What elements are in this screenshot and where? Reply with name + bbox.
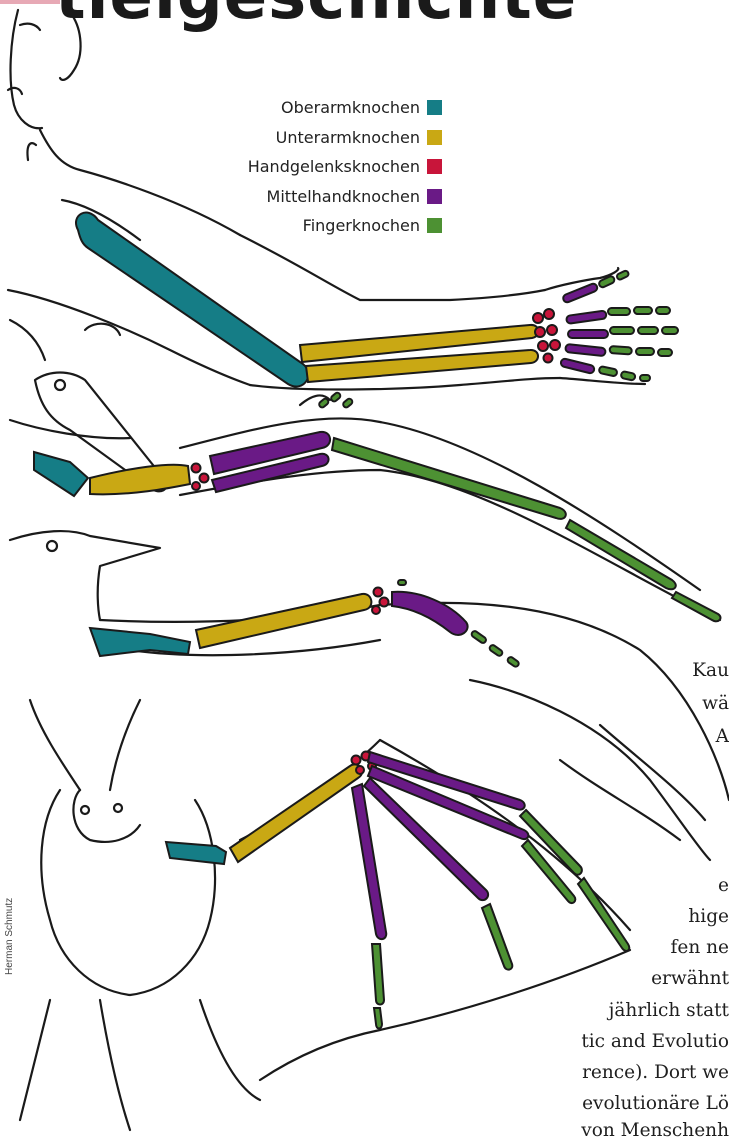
bird-humerus [90, 628, 190, 656]
body-text-line: fen ne [671, 937, 729, 958]
bat-forearm [230, 764, 362, 862]
legend-item-forearm: Unterarmknochen [248, 123, 442, 153]
bone-legend: Oberarmknochen Unterarmknochen Handgelen… [248, 93, 442, 241]
body-text-line: evolutionäre Lö [582, 1093, 729, 1114]
pterosaur-wrist-bones [192, 464, 209, 491]
bat-finger-bones [372, 810, 629, 1029]
body-text-line: Kau [692, 660, 729, 681]
legend-swatch [427, 218, 442, 233]
bird-figure [10, 531, 729, 860]
title-accent-bar [0, 0, 60, 4]
body-text-line: von Menschenh [581, 1120, 729, 1141]
bat-figure [20, 700, 630, 1130]
body-text-line: rence). Dort we [582, 1062, 729, 1083]
legend-item-metacarpal: Mittelhandknochen [248, 182, 442, 212]
legend-item-wrist: Handgelenksknochen [248, 152, 442, 182]
legend-label: Unterarmknochen [276, 128, 420, 147]
body-text-line: wä [702, 693, 729, 714]
legend-label: Handgelenksknochen [248, 157, 420, 176]
illustrator-credit: Herman Schmutz [4, 898, 15, 975]
body-text-line: e [718, 875, 729, 896]
legend-swatch [427, 189, 442, 204]
bird-bones [90, 580, 520, 668]
body-text-line: A [716, 726, 729, 747]
legend-label: Oberarmknochen [281, 98, 420, 117]
legend-item-humerus: Oberarmknochen [248, 93, 442, 123]
bat-bones [166, 752, 629, 1029]
legend-item-finger: Fingerknochen [248, 211, 442, 241]
bat-humerus [166, 842, 226, 864]
body-text-line: hige [688, 906, 729, 927]
human-metacarpals [560, 283, 608, 374]
pterosaur-forearm [90, 465, 190, 495]
bird-wrist-bones [372, 588, 389, 615]
pterosaur-humerus [34, 452, 88, 496]
legend-label: Mittelhandknochen [267, 187, 420, 206]
legend-label: Fingerknochen [303, 216, 420, 235]
legend-swatch [427, 130, 442, 145]
body-text-line: jährlich statt [609, 1000, 729, 1021]
page-title: tieigeschichte [55, 0, 577, 34]
legend-swatch [427, 100, 442, 115]
bird-metacarpal [392, 592, 468, 635]
body-text-line: tic and Evolutio [581, 1031, 729, 1052]
body-text-line: erwähnt [651, 968, 729, 989]
bat-metacarpals [352, 752, 528, 939]
human-finger-bones [598, 270, 678, 381]
legend-swatch [427, 159, 442, 174]
